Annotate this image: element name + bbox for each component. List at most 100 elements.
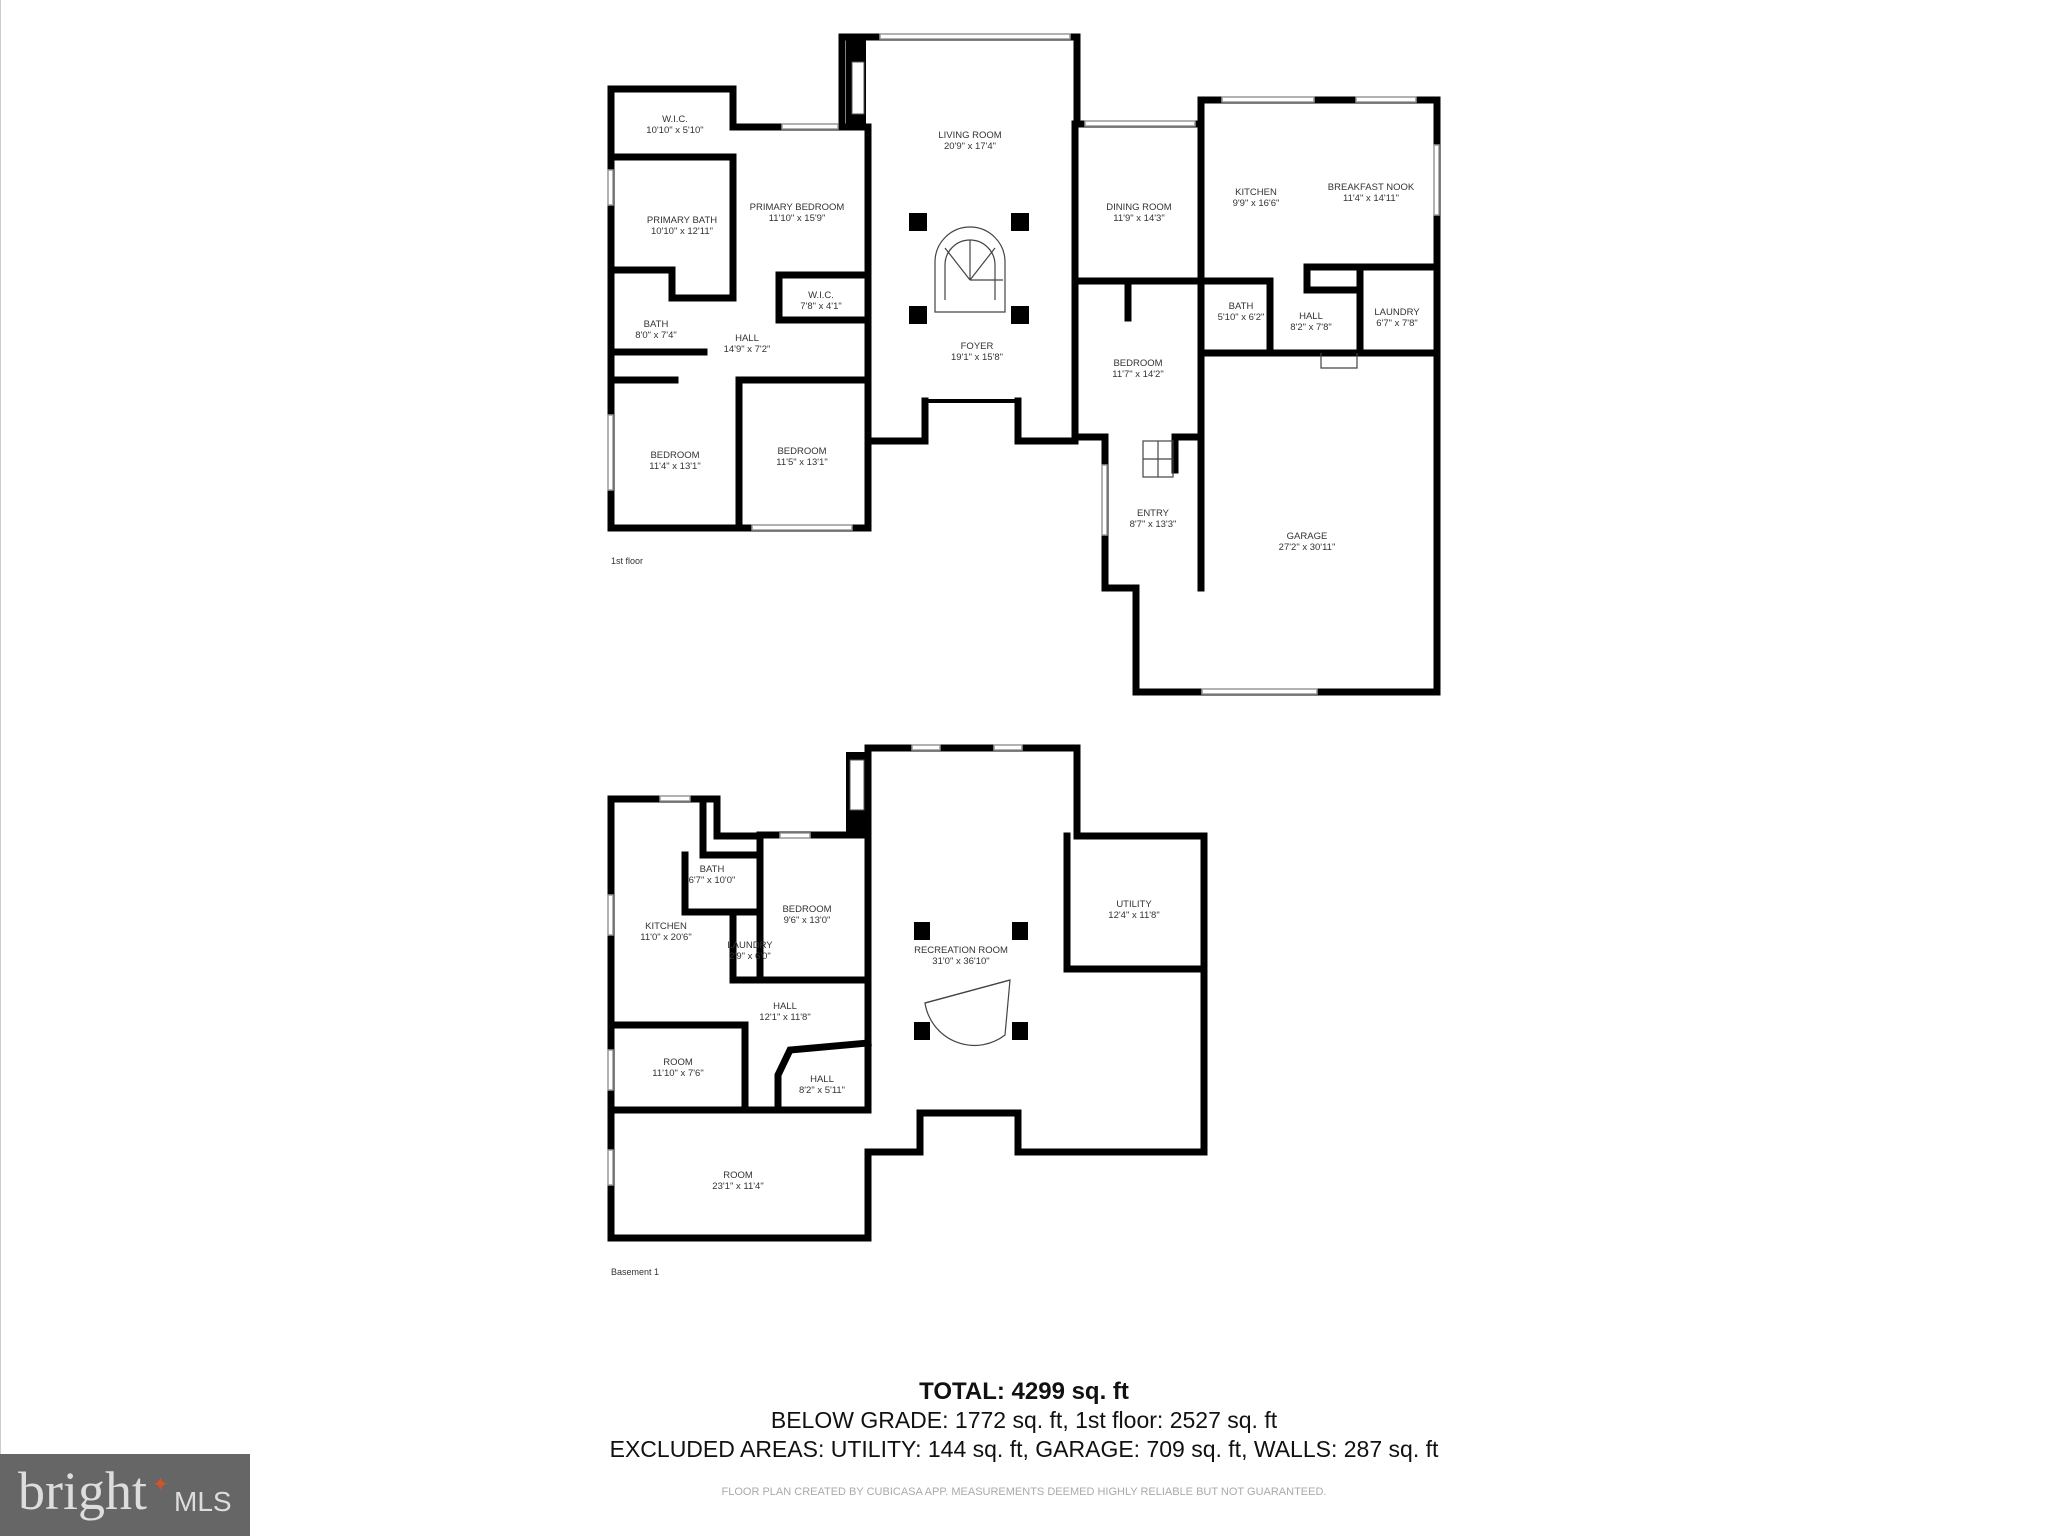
room-name: BEDROOM bbox=[1113, 358, 1162, 369]
room-dimensions: 8'2" x 7'8" bbox=[1290, 322, 1332, 333]
bright-mls-logo: bright✦MLS bbox=[0, 1454, 250, 1536]
room-dimensions: 12'1" x 11'8" bbox=[759, 1012, 810, 1023]
room-name: BEDROOM bbox=[782, 904, 831, 915]
room-name: BATH bbox=[700, 864, 725, 875]
room-name: ENTRY bbox=[1137, 508, 1170, 519]
room-dimensions: 9'6" x 13'0" bbox=[784, 915, 831, 926]
spiral-staircase bbox=[934, 226, 1006, 313]
room-dimensions: 14'9" x 7'2" bbox=[724, 344, 771, 355]
room-name: LIVING ROOM bbox=[938, 130, 1001, 141]
room-name: HALL bbox=[810, 1074, 834, 1085]
room-dimensions: 11'4" x 14'11" bbox=[1343, 193, 1399, 204]
room-name: ROOM bbox=[723, 1170, 753, 1181]
room-dimensions: 11'4" x 13'1" bbox=[649, 461, 700, 472]
room-dimensions: 11'10" x 7'6" bbox=[652, 1068, 703, 1079]
room-name: W.I.C. bbox=[808, 290, 834, 301]
room-dimensions: 23'1" x 11'4" bbox=[712, 1181, 763, 1192]
room-name: BATH bbox=[644, 319, 669, 330]
room-name: DINING ROOM bbox=[1106, 202, 1172, 213]
room-name: BEDROOM bbox=[650, 450, 699, 461]
room-dimensions: 19'1" x 15'8" bbox=[951, 352, 1003, 363]
page-edge bbox=[0, 0, 1, 1454]
room-dimensions: 11'7" x 14'2" bbox=[1112, 369, 1163, 380]
room-dimensions: 11'5" x 13'1" bbox=[776, 457, 827, 468]
basement-spiral-staircase bbox=[924, 979, 1011, 1047]
total-area: TOTAL: 4299 sq. ft bbox=[919, 1378, 1129, 1405]
room-name: FOYER bbox=[961, 341, 994, 352]
room-name: UTILITY bbox=[1116, 899, 1152, 910]
first-floor-walls bbox=[607, 33, 1441, 696]
room-dimensions: 8'7" x 13'3" bbox=[1130, 519, 1177, 530]
room-dimensions: 31'0" x 36'10" bbox=[932, 956, 989, 967]
basement-walls bbox=[607, 744, 1208, 1242]
room-dimensions: 6'7" x 7'8" bbox=[1376, 318, 1418, 329]
room-name: KITCHEN bbox=[1235, 187, 1277, 198]
room-dimensions: 2'9" x 6'0" bbox=[729, 951, 771, 962]
room-name: RECREATION ROOM bbox=[914, 945, 1008, 956]
room-name: GARAGE bbox=[1287, 531, 1328, 542]
room-name: LAUNDRY bbox=[1374, 307, 1420, 318]
room-dimensions: 11'0" x 20'6" bbox=[640, 932, 691, 943]
room-dimensions: 27'2" x 30'11" bbox=[1279, 542, 1336, 553]
room-name: ROOM bbox=[663, 1057, 693, 1068]
room-dimensions: 8'2" x 5'11" bbox=[799, 1085, 845, 1096]
room-name: PRIMARY BATH bbox=[647, 215, 717, 226]
room-dimensions: 11'10" x 15'9" bbox=[769, 213, 826, 224]
room-dimensions: 5'10" x 6'2" bbox=[1218, 312, 1265, 323]
room-name: W.I.C. bbox=[662, 114, 688, 125]
room-dimensions: 11'9" x 14'3" bbox=[1113, 213, 1164, 224]
room-name: BREAKFAST NOOK bbox=[1328, 182, 1415, 193]
room-label: W.I.C.10'10" x 5'10" bbox=[646, 114, 703, 136]
room-dimensions: 8'0" x 7'4" bbox=[635, 330, 677, 341]
room-name: LAUNDRY bbox=[727, 940, 773, 951]
room-dimensions: 12'4" x 11'8" bbox=[1108, 910, 1159, 921]
room-name: HALL bbox=[735, 333, 759, 344]
entry-stairs bbox=[1142, 440, 1174, 478]
room-dimensions: 6'7" x 10'0" bbox=[689, 875, 736, 886]
room-name: HALL bbox=[773, 1001, 797, 1012]
room-name: BEDROOM bbox=[777, 446, 826, 457]
room-name: KITCHEN bbox=[645, 921, 687, 932]
room-dimensions: 10'10" x 12'11" bbox=[651, 226, 713, 237]
room-dimensions: 10'10" x 5'10" bbox=[646, 125, 703, 136]
room-dimensions: 9'9" x 16'6" bbox=[1233, 198, 1280, 209]
room-name: HALL bbox=[1299, 311, 1323, 322]
excluded-areas: EXCLUDED AREAS: UTILITY: 144 sq. ft, GAR… bbox=[609, 1436, 1439, 1462]
floor-label-1st: 1st floor bbox=[611, 556, 643, 566]
room-name: PRIMARY BEDROOM bbox=[750, 202, 845, 213]
area-breakdown: BELOW GRADE: 1772 sq. ft, 1st floor: 252… bbox=[770, 1407, 1278, 1433]
room-name: BATH bbox=[1229, 301, 1254, 312]
disclaimer: FLOOR PLAN CREATED BY CUBICASA APP. MEAS… bbox=[721, 1486, 1327, 1498]
floor-label-basement: Basement 1 bbox=[611, 1267, 659, 1277]
room-dimensions: 7'8" x 4'1" bbox=[800, 301, 842, 312]
room-label: W.I.C.7'8" x 4'1" bbox=[800, 290, 842, 312]
